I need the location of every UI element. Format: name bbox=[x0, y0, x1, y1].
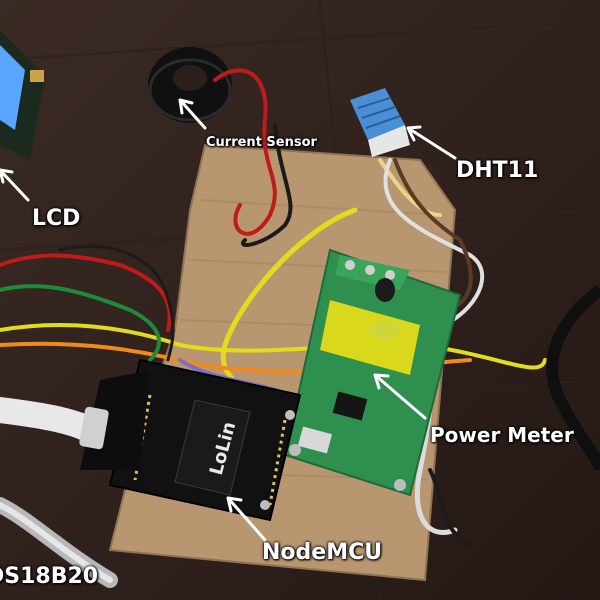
arrow-lcd bbox=[0, 168, 30, 202]
arrow-current-sensor bbox=[178, 98, 207, 130]
nodemcu-board bbox=[108, 358, 302, 522]
label-dht11: DHT11 bbox=[456, 158, 539, 183]
lcd-module bbox=[0, 30, 45, 160]
annotation-arrows bbox=[0, 98, 457, 542]
arrow-dht11 bbox=[406, 125, 457, 160]
arrow-nodemcu bbox=[226, 496, 267, 542]
label-current-sensor: Current Sensor bbox=[206, 135, 317, 150]
label-power-meter: Power Meter bbox=[430, 423, 574, 447]
usb-cable bbox=[0, 397, 109, 450]
current-sensor-toroid bbox=[148, 47, 232, 123]
arrow-power-meter bbox=[373, 373, 427, 420]
label-ds18b20: DS18B20 bbox=[0, 564, 99, 589]
right-cable bbox=[546, 285, 600, 472]
power-meter-board bbox=[283, 248, 462, 497]
label-nodemcu: NodeMCU bbox=[262, 540, 383, 565]
cardboard-ridges bbox=[139, 199, 446, 481]
label-lcd: LCD bbox=[32, 206, 81, 231]
dht11-sensor bbox=[350, 88, 410, 157]
ds18b20-probe bbox=[0, 497, 118, 588]
